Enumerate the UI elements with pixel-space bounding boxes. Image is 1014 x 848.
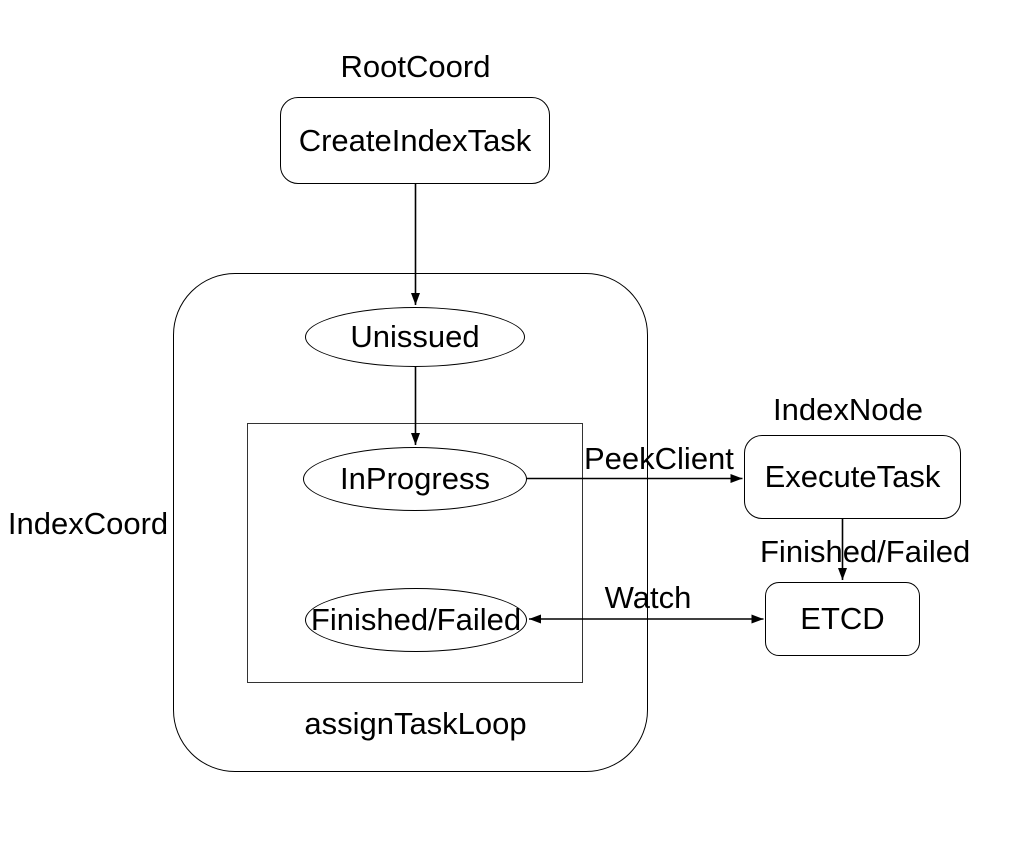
root-coord-label: RootCoord	[340, 49, 491, 84]
finished-failed-state-label: Finished/Failed	[310, 602, 522, 637]
assign-task-loop-label: assignTaskLoop	[304, 706, 527, 741]
create-index-task-label: CreateIndexTask	[298, 122, 532, 158]
in-progress-label: InProgress	[340, 461, 490, 496]
index-coord-container	[173, 273, 648, 772]
index-coord-label: IndexCoord	[7, 506, 169, 541]
in-progress-state: InProgress	[303, 447, 527, 511]
etcd-label: ETCD	[800, 601, 885, 636]
finished-failed-edge-label: Finished/Failed	[760, 534, 971, 569]
unissued-state: Unissued	[305, 307, 525, 367]
unissued-label: Unissued	[350, 319, 480, 354]
finished-failed-state: Finished/Failed	[305, 588, 527, 652]
peek-client-edge-label: PeekClient	[584, 441, 734, 476]
etcd-node: ETCD	[765, 582, 920, 656]
execute-task-node: ExecuteTask	[744, 435, 961, 519]
create-index-task-node: CreateIndexTask	[280, 97, 550, 184]
watch-edge-label: Watch	[604, 580, 692, 615]
index-node-label: IndexNode	[773, 392, 923, 427]
execute-task-label: ExecuteTask	[764, 459, 941, 494]
